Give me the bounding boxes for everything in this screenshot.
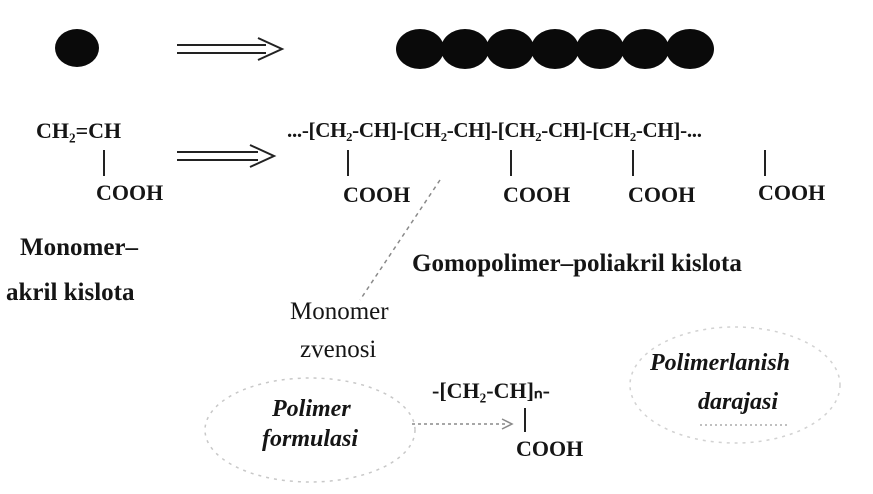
polymer-dot <box>666 29 714 69</box>
polymer-dot <box>531 29 579 69</box>
polymer-bond <box>764 150 766 176</box>
unit-label-line1: Monomer <box>290 298 389 325</box>
polymer-bond <box>632 150 634 176</box>
polymer-dots <box>396 29 714 69</box>
double-arrow-icon <box>177 37 285 61</box>
formula-label-line1: Polimer <box>272 396 351 422</box>
monomer-formula: CH₂=CH <box>36 118 122 143</box>
polymer-dot <box>396 29 444 69</box>
polymer-cooh: COOH <box>343 182 411 207</box>
formula-label-line2: formulasi <box>262 426 359 452</box>
polymer-cooh: COOH <box>503 182 571 207</box>
monomer-dot <box>55 29 99 67</box>
monomer-bond <box>103 150 105 176</box>
polymer-repeat-formula: -[CH₂-CH]ₙ- <box>432 378 550 403</box>
dashed-arrow-head <box>501 418 514 430</box>
polymer-cooh: COOH <box>628 182 696 207</box>
dashed-guide <box>359 179 441 301</box>
polymer-bond <box>347 150 349 176</box>
formula-bond <box>524 408 526 432</box>
double-arrow-icon <box>177 144 277 168</box>
unit-label-line2: zvenosi <box>300 336 377 363</box>
polymer-cooh: COOH <box>758 180 826 205</box>
polymer-chain-formula: ...-[CH₂-CH]-[CH₂-CH]-[CH₂-CH]-[CH₂-CH]-… <box>287 118 702 142</box>
polymer-label: Gomopolimer–poliakril kislota <box>412 250 742 277</box>
monomer-label-line2: akril kislota <box>6 279 135 306</box>
dashed-circle <box>204 377 416 483</box>
formula-cooh: COOH <box>516 436 584 461</box>
monomer-cooh: COOH <box>96 180 164 205</box>
polymer-dot <box>621 29 669 69</box>
polymer-dot <box>486 29 534 69</box>
monomer-label-line1: Monomer– <box>20 234 139 261</box>
polymer-dot <box>441 29 489 69</box>
degree-label-line1: Polimerlanish <box>650 350 791 376</box>
degree-label-line2: darajasi <box>698 389 779 415</box>
polymer-dot <box>576 29 624 69</box>
polymer-bond <box>510 150 512 176</box>
dashed-circle <box>629 326 841 444</box>
